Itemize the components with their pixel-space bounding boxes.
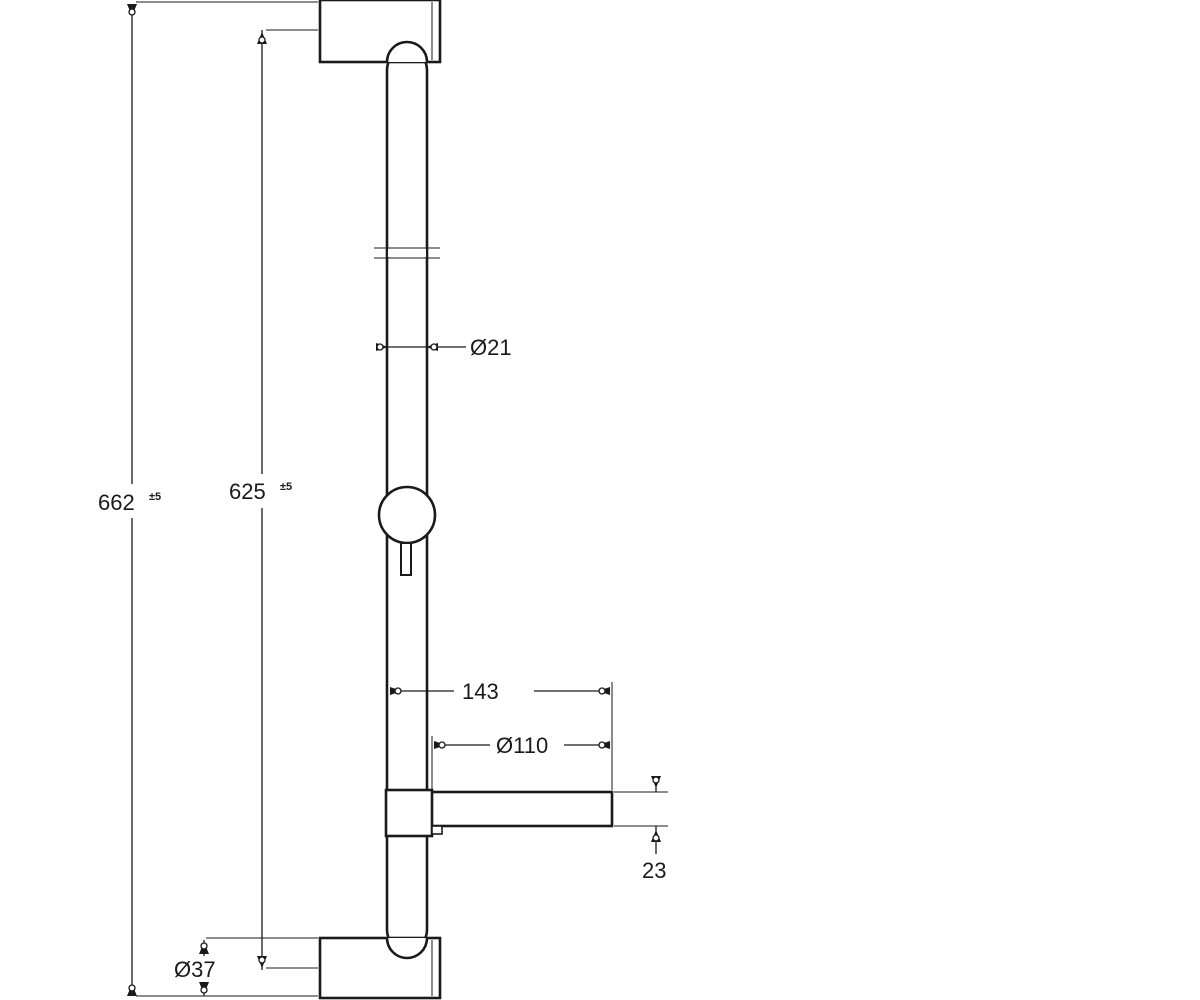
shelf-height-value: 23 bbox=[642, 858, 666, 883]
shelf-diameter-value: Ø110 bbox=[496, 733, 548, 758]
shelf-reach-dimension: 143 bbox=[386, 679, 613, 790]
bar-diameter-dimension: Ø21 bbox=[376, 335, 512, 360]
shelf-diameter-dimension: Ø110 bbox=[431, 733, 610, 790]
bottom-wall-bracket bbox=[318, 936, 442, 1000]
overall-length-tolerance: ±5 bbox=[149, 491, 161, 503]
shelf-reach-value: 143 bbox=[462, 679, 499, 704]
bracket-diameter-dimension: Ø37 bbox=[172, 937, 318, 996]
bar-length-value: 625 bbox=[229, 479, 266, 504]
overall-length-value: 662 bbox=[98, 490, 135, 515]
overall-length-dimension: 662 ±5 bbox=[96, 1, 318, 997]
top-wall-bracket bbox=[318, 0, 442, 64]
bar-length-dimension: 625 ±5 bbox=[226, 29, 318, 970]
bar-diameter-value: Ø21 bbox=[470, 335, 512, 360]
bar-length-tolerance: ±5 bbox=[280, 481, 292, 493]
slider-knob bbox=[377, 485, 437, 576]
shelf-height-dimension: 23 bbox=[614, 776, 668, 883]
bracket-diameter-value: Ø37 bbox=[174, 957, 216, 982]
shelf-assembly bbox=[384, 788, 614, 838]
